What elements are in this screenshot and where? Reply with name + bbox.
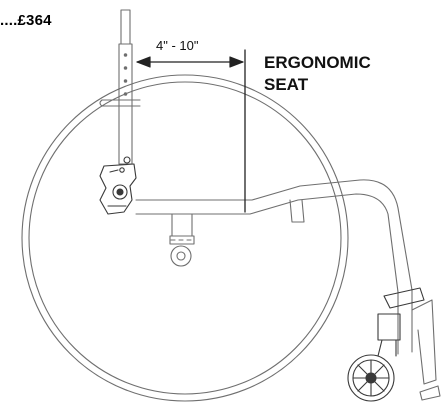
price-dots: .... xyxy=(0,12,18,29)
seat-clamp xyxy=(169,213,195,267)
backrest-post xyxy=(118,9,133,165)
price-amount: £364 xyxy=(17,12,52,29)
front-caster xyxy=(347,287,425,402)
dimension-range-label: 4" - 10" xyxy=(156,38,199,53)
rear-wheel xyxy=(21,74,349,402)
side-frame xyxy=(135,179,413,355)
axle-clamp xyxy=(99,156,137,215)
push-handle xyxy=(99,99,141,107)
dimension-markers xyxy=(136,49,246,213)
ergonomic-seat-label: ERGONOMIC SEAT xyxy=(264,52,371,96)
feature-label-line2: SEAT xyxy=(264,75,309,94)
price-tag: ....£364 xyxy=(0,12,52,29)
feature-label-line1: ERGONOMIC xyxy=(264,53,371,72)
footrest-tube xyxy=(411,299,441,401)
